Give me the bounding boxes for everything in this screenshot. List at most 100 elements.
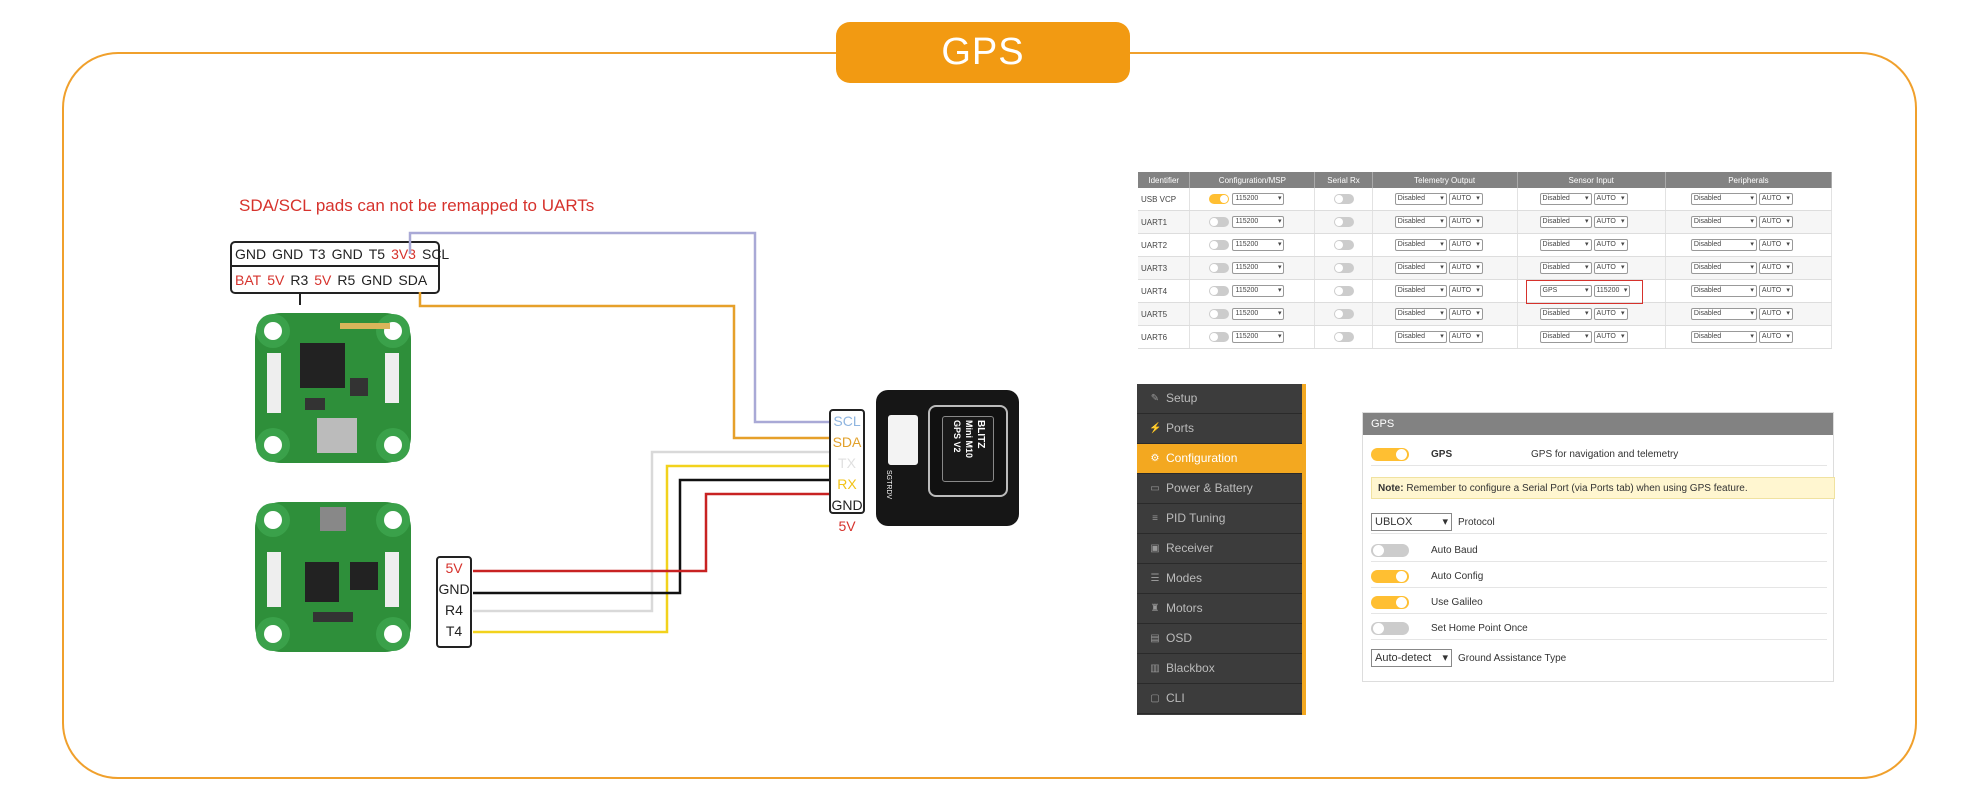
peripheral-baud-select[interactable]: AUTO	[1758, 262, 1793, 274]
sensor-select[interactable]: Disabled	[1539, 239, 1592, 251]
gps-option-label: Auto Config	[1431, 570, 1484, 582]
peripheral-select[interactable]: Disabled	[1690, 308, 1757, 320]
peripheral-baud-select[interactable]: AUTO	[1758, 285, 1793, 297]
peripheral-baud-select[interactable]: AUTO	[1758, 216, 1793, 228]
msp-toggle[interactable]	[1209, 309, 1230, 319]
telemetry-select[interactable]: Disabled	[1394, 262, 1447, 274]
telemetry-select[interactable]: Disabled	[1394, 285, 1447, 297]
pad-top-scl: SCL	[421, 246, 450, 262]
gps-feature-toggle[interactable]	[1371, 447, 1409, 461]
msp-baud-select[interactable]: 115200	[1232, 331, 1285, 343]
sensor-baud-select[interactable]: AUTO	[1593, 262, 1628, 274]
msp-toggle[interactable]	[1209, 217, 1230, 227]
gps-option-toggle[interactable]	[1371, 569, 1409, 583]
sidebar-item-motors[interactable]: ♜Motors	[1137, 594, 1302, 624]
sidebar-item-blackbox[interactable]: ▥Blackbox	[1137, 654, 1302, 684]
port-msp-cell: 115200	[1189, 233, 1316, 257]
telemetry-baud-select[interactable]: AUTO	[1448, 331, 1483, 343]
sidebar-item-ports[interactable]: ⚡Ports	[1137, 414, 1302, 444]
msp-toggle[interactable]	[1209, 240, 1230, 250]
gps-option-toggle[interactable]	[1371, 595, 1409, 609]
msp-baud-select[interactable]: 115200	[1232, 216, 1285, 228]
peripheral-select[interactable]: Disabled	[1690, 193, 1757, 205]
gps-pin-tx: TX	[838, 455, 856, 471]
sensor-select[interactable]: Disabled	[1539, 331, 1592, 343]
sensor-select[interactable]: Disabled	[1539, 308, 1592, 320]
blackbox-icon: ▥	[1150, 663, 1160, 674]
motor-icon: ♜	[1150, 603, 1160, 614]
serial-rx-toggle[interactable]	[1334, 309, 1355, 319]
telemetry-select[interactable]: Disabled	[1394, 239, 1447, 251]
gps-pin-sda: SDA	[832, 434, 862, 450]
telemetry-select[interactable]: Disabled	[1394, 308, 1447, 320]
sidebar-item-pid-tuning[interactable]: ≡PID Tuning	[1137, 504, 1302, 534]
telemetry-baud-select[interactable]: AUTO	[1448, 216, 1483, 228]
sidebar-item-label: Configuration	[1166, 451, 1238, 465]
sensor-baud-select[interactable]: AUTO	[1593, 216, 1628, 228]
protocol-label: Protocol	[1458, 516, 1495, 528]
telemetry-baud-select[interactable]: AUTO	[1448, 285, 1483, 297]
sidebar-item-configuration[interactable]: ⚙Configuration	[1137, 444, 1302, 474]
sidebar-item-receiver[interactable]: ▣Receiver	[1137, 534, 1302, 564]
sidebar-item-osd[interactable]: ▤OSD	[1137, 624, 1302, 654]
sensor-select[interactable]: Disabled	[1539, 262, 1592, 274]
serial-rx-toggle[interactable]	[1334, 217, 1355, 227]
telemetry-baud-select[interactable]: AUTO	[1448, 262, 1483, 274]
telemetry-baud-select[interactable]: AUTO	[1448, 193, 1483, 205]
pad-bottom-r3: R3	[290, 271, 309, 288]
sensor-baud-select[interactable]: 115200	[1593, 285, 1631, 297]
gps-config-panel: GPS GPS GPS for navigation and telemetry…	[1362, 412, 1835, 682]
msp-baud-select[interactable]: 115200	[1232, 262, 1285, 274]
msp-toggle[interactable]	[1209, 263, 1230, 273]
peripheral-baud-select[interactable]: AUTO	[1758, 193, 1793, 205]
peripheral-select[interactable]: Disabled	[1690, 216, 1757, 228]
sensor-baud-select[interactable]: AUTO	[1593, 239, 1628, 251]
telemetry-baud-select[interactable]: AUTO	[1448, 308, 1483, 320]
sidebar-item-label: Setup	[1166, 391, 1198, 405]
serial-rx-toggle[interactable]	[1334, 286, 1355, 296]
sensor-baud-select[interactable]: AUTO	[1593, 331, 1628, 343]
sensor-baud-select[interactable]: AUTO	[1593, 308, 1628, 320]
sidebar-item-cli[interactable]: ▢CLI	[1137, 684, 1302, 714]
sensor-baud-select[interactable]: AUTO	[1593, 193, 1628, 205]
protocol-select[interactable]: UBLOX	[1371, 513, 1452, 531]
peripheral-select[interactable]: Disabled	[1690, 239, 1757, 251]
msp-baud-select[interactable]: 115200	[1232, 239, 1285, 251]
msp-toggle[interactable]	[1209, 332, 1230, 342]
telemetry-select[interactable]: Disabled	[1394, 216, 1447, 228]
sensor-select[interactable]: Disabled	[1539, 193, 1592, 205]
msp-toggle[interactable]	[1209, 286, 1230, 296]
telemetry-select[interactable]: Disabled	[1394, 193, 1447, 205]
peripheral-select[interactable]: Disabled	[1690, 285, 1757, 297]
msp-baud-select[interactable]: 115200	[1232, 285, 1285, 297]
sidebar-item-modes[interactable]: ☰Modes	[1137, 564, 1302, 594]
gps-option-toggle[interactable]	[1371, 543, 1409, 557]
peripheral-select[interactable]: Disabled	[1690, 262, 1757, 274]
port-serialrx-cell	[1314, 302, 1373, 326]
msp-baud-select[interactable]: 115200	[1232, 308, 1285, 320]
serial-rx-toggle[interactable]	[1334, 194, 1355, 204]
gps-option-label: Auto Baud	[1431, 544, 1478, 556]
peripheral-baud-select[interactable]: AUTO	[1758, 308, 1793, 320]
sidebar-item-power-battery[interactable]: ▭Power & Battery	[1137, 474, 1302, 504]
assistance-select[interactable]: Auto-detect	[1371, 649, 1452, 667]
port-sensor-cell: DisabledAUTO	[1517, 302, 1666, 326]
gps-option-toggle[interactable]	[1371, 621, 1409, 635]
fc-pin-r4: R4	[445, 602, 463, 618]
gps-panel-header: GPS	[1363, 413, 1833, 435]
msp-baud-select[interactable]: 115200	[1232, 193, 1285, 205]
peripheral-baud-select[interactable]: AUTO	[1758, 331, 1793, 343]
peripheral-select[interactable]: Disabled	[1690, 331, 1757, 343]
telemetry-select[interactable]: Disabled	[1394, 331, 1447, 343]
serial-rx-toggle[interactable]	[1334, 263, 1355, 273]
sidebar-item-setup[interactable]: ✎Setup	[1137, 384, 1302, 414]
sensor-select[interactable]: GPS	[1539, 285, 1592, 297]
telemetry-baud-select[interactable]: AUTO	[1448, 239, 1483, 251]
port-sensor-cell: DisabledAUTO	[1517, 233, 1666, 257]
serial-rx-toggle[interactable]	[1334, 332, 1355, 342]
peripheral-baud-select[interactable]: AUTO	[1758, 239, 1793, 251]
serial-rx-toggle[interactable]	[1334, 240, 1355, 250]
sensor-select[interactable]: Disabled	[1539, 216, 1592, 228]
port-row-usb-vcp: USB VCP115200DisabledAUTODisabledAUTODis…	[1138, 188, 1833, 211]
msp-toggle[interactable]	[1209, 194, 1230, 204]
